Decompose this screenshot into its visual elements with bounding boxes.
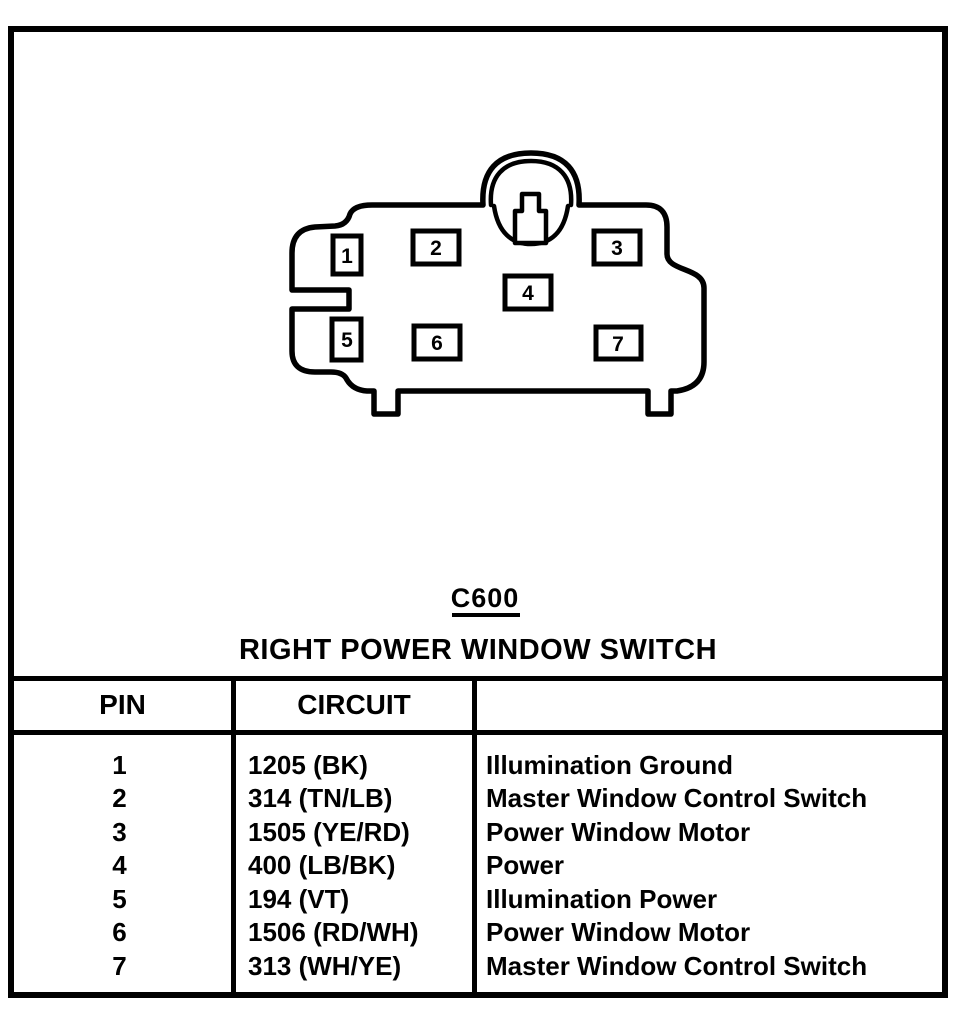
pin-7: 7: [593, 324, 644, 362]
page-border-frame: [8, 26, 948, 998]
pin-5-box: [329, 316, 364, 363]
table-header-rule: [8, 730, 948, 735]
table-top-rule: [8, 676, 948, 681]
pin-cell: 4: [112, 849, 127, 880]
table-column-divider-2: [472, 676, 477, 998]
connector-id-underline: [452, 613, 520, 617]
pin-5: 5: [329, 316, 364, 363]
circuit-cell: 313 (WH/YE): [248, 950, 402, 981]
pin-1-box: [330, 233, 364, 277]
circuit-cell: 1205 (BK): [248, 749, 368, 780]
description-cell: Power Window Motor: [486, 816, 751, 847]
dome-inner-line: [488, 158, 574, 208]
pin-3: 3: [591, 228, 643, 267]
connector-body-outline: [289, 150, 707, 417]
diagram-title: RIGHT POWER WINDOW SWITCH: [238, 634, 718, 666]
pin-1-label: 1: [341, 245, 353, 268]
table-row: 1 1205 (BK) Illumination Ground: [8, 748, 948, 782]
circuit-cell: 194 (VT): [248, 883, 350, 914]
table-column-divider-1: [231, 676, 236, 998]
pin-2: 2: [410, 228, 462, 267]
pin-cell: 5: [112, 883, 127, 914]
pin-6: 6: [411, 323, 463, 362]
pin-4-label: 4: [522, 282, 534, 305]
circuit-cell: 400 (LB/BK): [248, 849, 396, 880]
table-row: 7 313 (WH/YE) Master Window Control Swit…: [8, 949, 948, 983]
lock-tab: [512, 191, 549, 246]
description-cell: Power Window Motor: [486, 916, 751, 947]
column-header-circuit: CIRCUIT: [297, 689, 411, 720]
pin-cell: 3: [112, 816, 127, 847]
table-row: 5 194 (VT) Illumination Power: [8, 882, 948, 916]
circuit-cell: 1506 (RD/WH): [248, 916, 419, 947]
pin-cell: 2: [112, 782, 127, 813]
pin-7-label: 7: [612, 333, 624, 356]
pin-4-box: [502, 273, 554, 312]
pin-6-label: 6: [431, 332, 443, 355]
pin-2-label: 2: [430, 237, 442, 260]
pin-cell: 1: [112, 749, 127, 780]
pin-cell: 6: [112, 916, 127, 947]
pin-2-box: [410, 228, 462, 267]
description-cell: Master Window Control Switch: [486, 950, 868, 981]
table-row: 3 1505 (YE/RD) Power Window Motor: [8, 815, 948, 849]
description-cell: Power: [486, 849, 565, 880]
description-cell: Illumination Ground: [486, 749, 733, 780]
pin-5-label: 5: [341, 329, 353, 352]
column-header-pin: PIN: [99, 689, 146, 720]
description-cell: Master Window Control Switch: [486, 782, 868, 813]
pin-3-box: [591, 228, 643, 267]
description-cell: Illumination Power: [486, 883, 718, 914]
table-row: 4 400 (LB/BK) Power: [8, 848, 948, 882]
connector-drawing: 1 2 3 4 5 6 7: [289, 150, 707, 417]
circuit-cell: 1505 (YE/RD): [248, 816, 410, 847]
table-row: 6 1506 (RD/WH) Power Window Motor: [8, 915, 948, 949]
pin-6-box: [411, 323, 463, 362]
pin-cell: 7: [112, 950, 127, 981]
pin-3-label: 3: [611, 237, 623, 260]
pin-1: 1: [330, 233, 364, 277]
table-row: 2 314 (TN/LB) Master Window Control Swit…: [8, 781, 948, 815]
connector-id-label: C600: [450, 583, 520, 613]
circuit-cell: 314 (TN/LB): [248, 782, 393, 813]
pin-7-box: [593, 324, 644, 362]
pin-4: 4: [502, 273, 554, 312]
